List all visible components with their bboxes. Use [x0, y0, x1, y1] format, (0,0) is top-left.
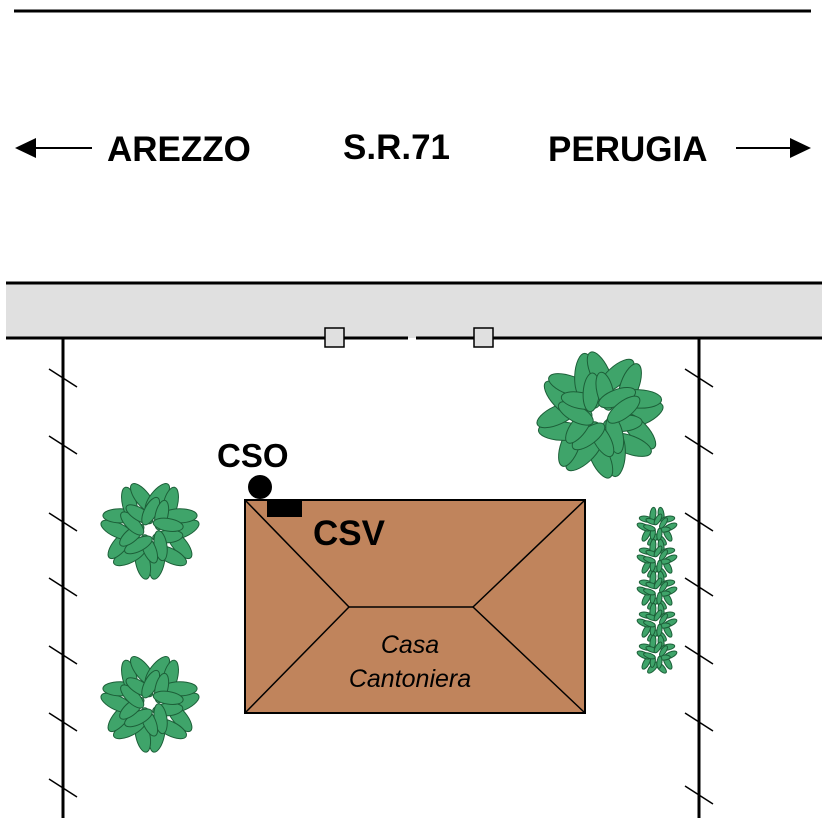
fence-tick — [48, 778, 78, 798]
destination-right-label: PERUGIA — [548, 130, 707, 169]
fence-tick — [684, 577, 714, 597]
building-casa-cantoniera: Casa Cantoniera — [244, 499, 586, 714]
fence-tick — [684, 785, 714, 805]
fence-right — [684, 338, 714, 818]
csv-marker-icon — [267, 500, 302, 517]
cso-label: CSO — [217, 437, 289, 474]
fence-tick — [684, 435, 714, 455]
fence-tick — [684, 645, 714, 665]
fence-tick — [684, 712, 714, 732]
csv-label: CSV — [313, 514, 386, 553]
bush-icon — [100, 483, 200, 580]
vegetation — [100, 351, 678, 753]
building-label-line2: Cantoniera — [349, 665, 471, 693]
fence-tick — [684, 368, 714, 388]
manhole-icon — [473, 327, 494, 348]
fence-tick — [48, 512, 78, 532]
bush-icon — [636, 538, 678, 578]
bush-icon — [636, 602, 678, 642]
destination-left-label: AREZZO — [107, 130, 251, 169]
fence-tick — [48, 368, 78, 388]
fence-tick — [48, 712, 78, 732]
manhole-icon — [324, 327, 345, 348]
building-label-line1: Casa — [381, 631, 439, 659]
fence-tick — [684, 512, 714, 532]
bush-icon — [636, 570, 678, 610]
bush-icon — [100, 656, 200, 753]
fence-tick — [48, 435, 78, 455]
arrow-right-icon — [736, 138, 811, 158]
fence-tick — [48, 577, 78, 597]
fence-left — [48, 338, 78, 818]
road-name-label: S.R.71 — [343, 128, 450, 167]
bush-icon — [636, 506, 678, 546]
cso-marker-icon — [248, 475, 272, 499]
bush-icon — [636, 634, 678, 674]
bush-icon — [536, 351, 664, 479]
sidewalk — [6, 283, 822, 338]
fence-tick — [48, 645, 78, 665]
arrow-left-icon — [15, 138, 92, 158]
